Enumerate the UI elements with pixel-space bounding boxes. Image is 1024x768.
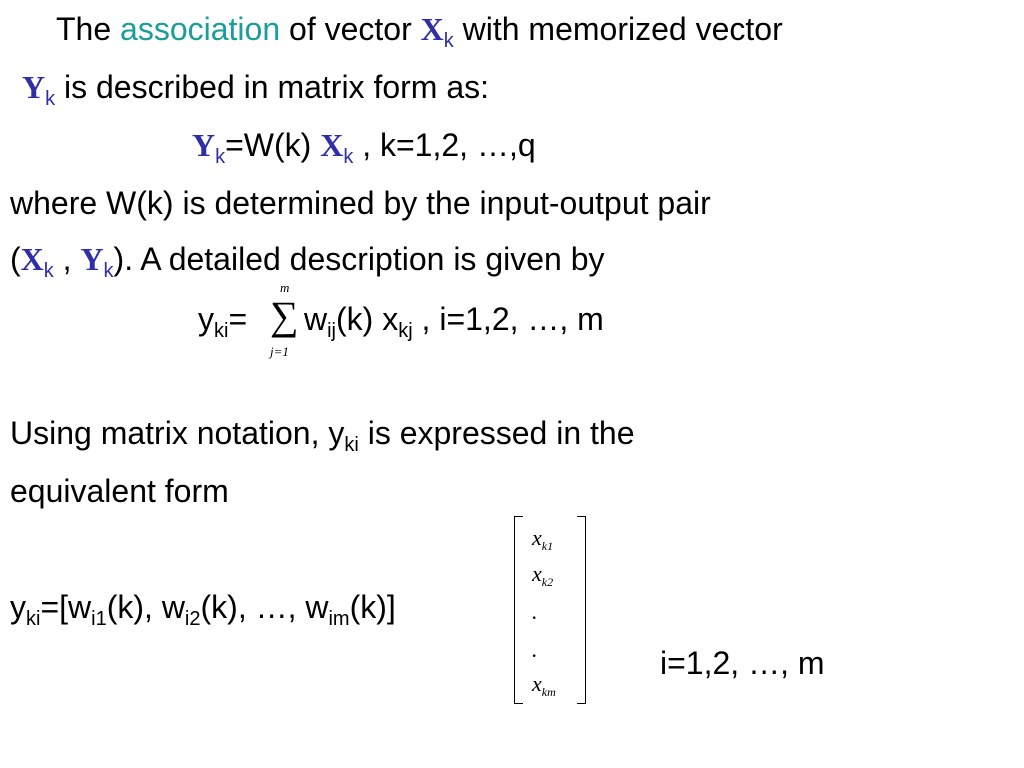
text: (k), w	[106, 589, 185, 625]
text: (k)]	[349, 589, 396, 625]
vector-y: Y	[80, 241, 104, 277]
equation-yki-lhs: yki=	[198, 300, 247, 350]
vector-y: Y	[192, 127, 216, 163]
text: is described in matrix form as:	[55, 69, 490, 105]
vector-x: X	[320, 127, 344, 163]
equation-yk-wk-xk: Yk=W(k) Xk , k=1,2, …,q	[192, 126, 536, 176]
line-equivalent-form: equivalent form	[10, 472, 229, 510]
subscript: k	[343, 146, 354, 168]
text: (k), …, w	[200, 589, 329, 625]
subscript: k	[103, 260, 114, 282]
line-described: Yk is described in matrix form as:	[22, 68, 489, 118]
right-bracket	[577, 516, 586, 704]
matrix-entry: .	[532, 600, 538, 632]
subscript: im	[328, 608, 350, 630]
subscript: ki	[344, 434, 359, 456]
text: .	[532, 637, 538, 662]
text: =[w	[40, 589, 92, 625]
subscript: k	[45, 88, 56, 110]
equation-yki-rhs: wij(k) xkj , i=1,2, …, m	[304, 300, 604, 350]
text: x	[532, 525, 542, 550]
text: y	[198, 301, 214, 337]
text: is expressed in the	[358, 415, 635, 451]
text: (k) x	[336, 301, 399, 337]
line-matrix-notation: Using matrix notation, yki is expressed …	[10, 414, 635, 464]
text: x	[532, 671, 542, 696]
subscript: ki	[214, 320, 229, 342]
matrix-entry: xk2	[532, 562, 553, 594]
text: of vector	[280, 11, 421, 47]
text: (	[10, 241, 21, 277]
subscript: kj	[398, 320, 413, 342]
column-vector-matrix: xk1 xk2 . . xkm	[514, 516, 586, 704]
text: ,	[53, 241, 81, 277]
text: x	[532, 561, 542, 586]
subscript: ij	[327, 320, 336, 342]
line-where: where W(k) is determined by the input-ou…	[10, 184, 711, 222]
subscript: i1	[91, 608, 107, 630]
text: , k=1,2, …,q	[353, 127, 536, 163]
text: =W(k)	[225, 127, 321, 163]
text: i=1,2, …, m	[660, 645, 825, 681]
subscript: i2	[184, 608, 201, 630]
subscript: k2	[541, 575, 554, 589]
summation-symbol: m ∑ j=1	[268, 278, 304, 368]
text: w	[304, 301, 328, 337]
subscript: ki	[26, 608, 41, 630]
line-association: The association of vector Xk with memori…	[56, 10, 783, 60]
text: where W(k) is determined by the input-ou…	[10, 185, 711, 221]
sigma-icon: ∑	[270, 293, 299, 338]
vector-x: X	[420, 11, 444, 47]
text: , i=1,2, …, m	[412, 301, 604, 337]
line-pair: (Xk , Yk). A detailed description is giv…	[10, 240, 605, 290]
text: equivalent form	[10, 473, 229, 509]
matrix-entry: xk1	[532, 526, 553, 558]
left-bracket	[514, 516, 523, 704]
equation-row-vector: yki=[wi1(k), wi2(k), …, wim(k)]	[10, 588, 396, 638]
subscript: k	[443, 30, 454, 52]
vector-y: Y	[22, 69, 46, 105]
subscript: k	[43, 260, 54, 282]
subscript: k	[215, 146, 226, 168]
text: =	[228, 301, 248, 337]
text: with memorized vector	[453, 11, 783, 47]
subscript: km	[541, 685, 556, 699]
highlight-association: association	[120, 11, 281, 47]
text: .	[532, 599, 538, 624]
text: The	[56, 11, 121, 47]
text: Using matrix notation, y	[10, 415, 345, 451]
sum-upper-limit: m	[280, 280, 290, 295]
subscript: k1	[541, 539, 554, 553]
vector-x: X	[20, 241, 44, 277]
text: y	[10, 589, 26, 625]
text: ). A detailed description is given by	[113, 241, 605, 277]
sum-lower-limit: j=1	[270, 344, 289, 359]
matrix-entry: xkm	[532, 672, 556, 704]
matrix-entry: .	[532, 638, 538, 670]
index-range: i=1,2, …, m	[660, 644, 825, 682]
